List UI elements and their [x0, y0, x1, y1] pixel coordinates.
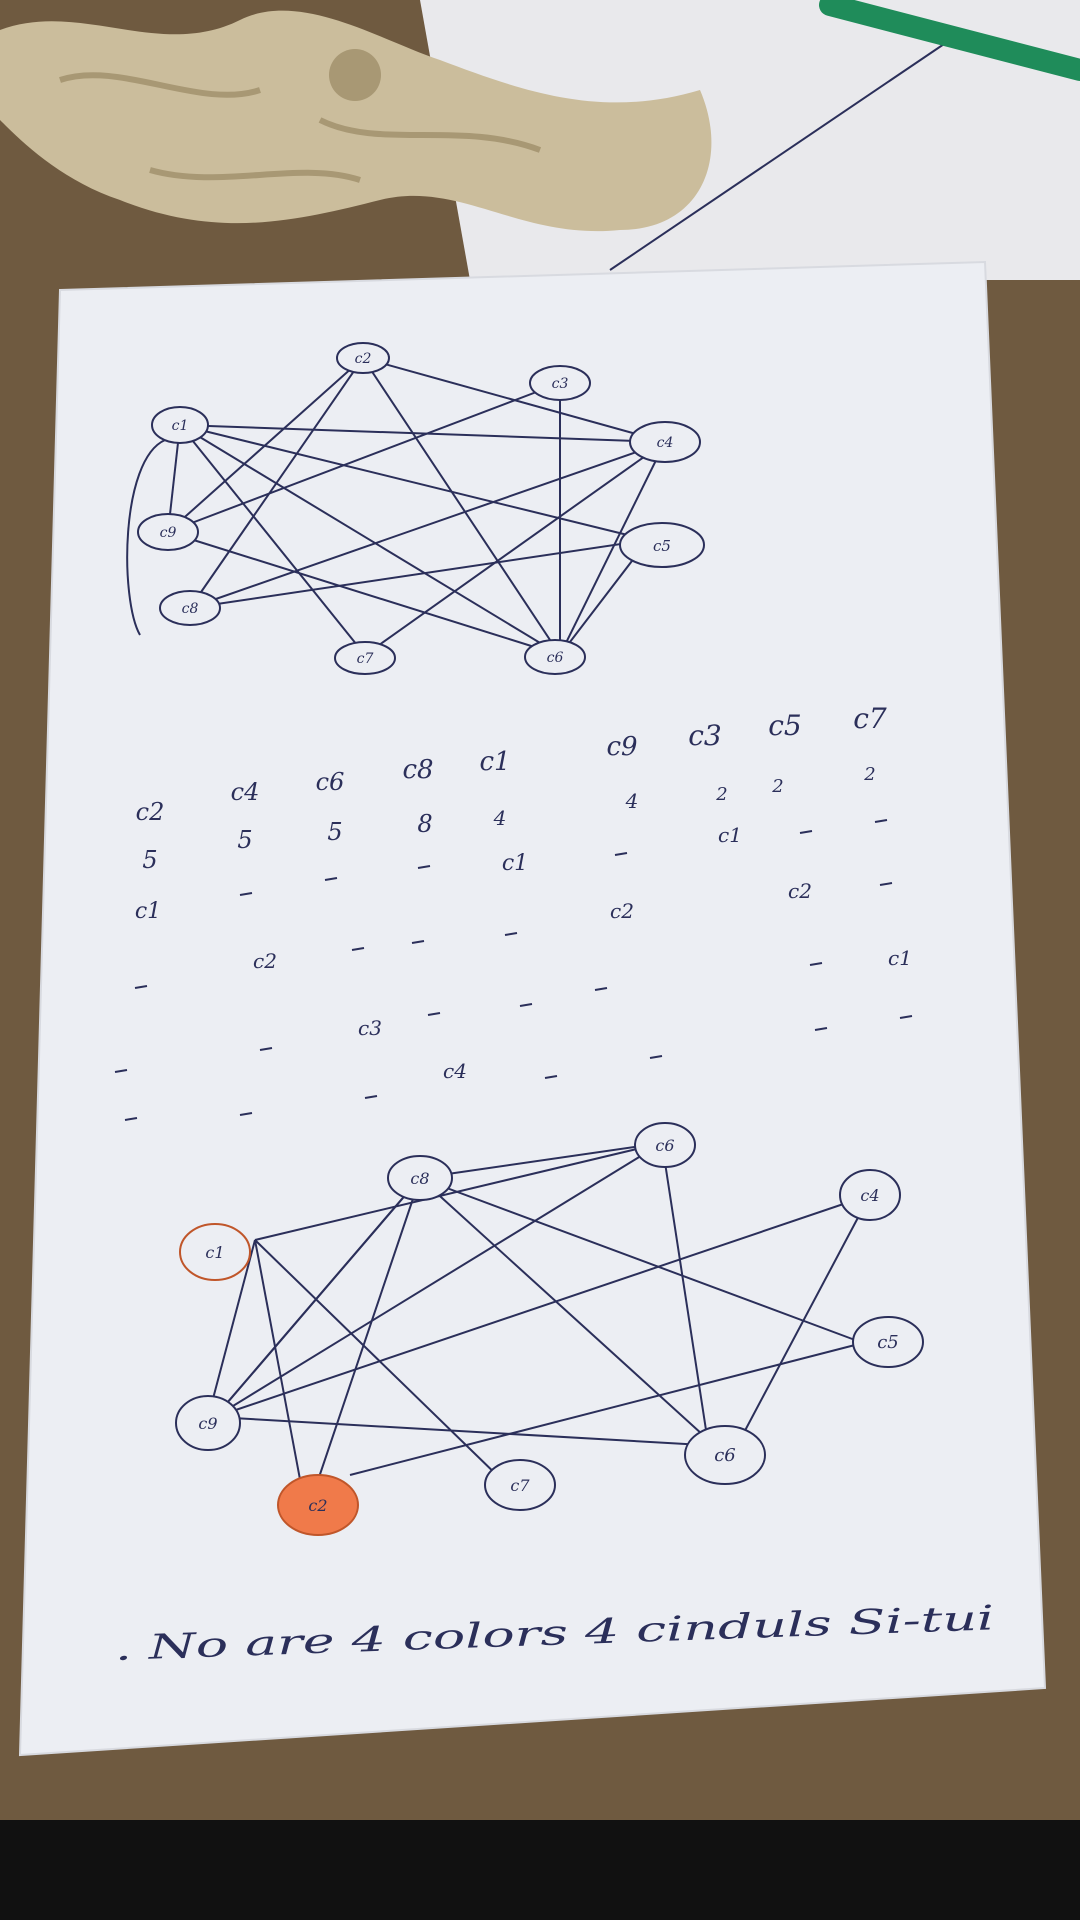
- table-degree-c7: 2: [863, 764, 875, 785]
- graph-top-node-c8: [159, 590, 221, 626]
- graph-top-node-c2: [336, 342, 390, 374]
- graph-bottom-label-c7: c7: [510, 1476, 530, 1495]
- graph-top-node-c5: [619, 522, 705, 568]
- table-mark-6: c1: [888, 946, 912, 970]
- table-degree-c4: 5: [237, 826, 252, 854]
- table-mark-9: c4: [443, 1059, 467, 1083]
- table-degree-c5: 2: [771, 776, 783, 797]
- table-degree-c8: 8: [417, 810, 432, 838]
- table-degree-c6: 5: [327, 818, 342, 846]
- graph-top-node-c3: [529, 365, 591, 401]
- graph-top-node-c7: [334, 641, 396, 675]
- table-degree-c1: 4: [493, 806, 507, 830]
- graph-bottom-node-c7: [484, 1459, 556, 1511]
- desk-edge: [0, 1820, 1080, 1920]
- table-dashes: [114, 819, 913, 1121]
- table-header-c3: c3: [688, 719, 722, 752]
- table-header-c1: c1: [479, 747, 510, 777]
- graph-bottom-node-c6: [634, 1122, 696, 1168]
- graph-top-label-c2: c2: [355, 351, 372, 367]
- table-mark-8: c3: [358, 1016, 382, 1040]
- table-mark-5: c2: [788, 879, 812, 903]
- graph-top-label-c5: c5: [653, 537, 671, 555]
- crochet-doily: [0, 10, 712, 232]
- table-degree-c9: 4: [625, 789, 639, 813]
- graph-bottom-node-c2: [277, 1474, 359, 1536]
- graph-top-label-c1: c1: [172, 418, 189, 434]
- table-mark-4: c1: [718, 823, 742, 847]
- green-pen: [819, 0, 1080, 81]
- graph-bottom-label-c9: c9: [198, 1414, 217, 1433]
- graph-top-label-c8: c8: [182, 601, 199, 617]
- table-degree-c2: 5: [142, 846, 157, 874]
- graph-top-edges: [126, 357, 666, 656]
- graph-top-label-c6: c6: [547, 650, 564, 666]
- table-header-c6: c6: [316, 768, 345, 796]
- graph-top: [126, 342, 705, 675]
- graph-top-node-c9: [137, 513, 199, 551]
- graph-bottom: [175, 1122, 924, 1536]
- graph-bottom-label-c8: c8: [410, 1169, 429, 1188]
- graph-bottom-node-c5: [852, 1316, 924, 1368]
- table-header-c8: c8: [402, 755, 433, 785]
- graph-bottom-label-c4: c4: [860, 1186, 879, 1205]
- table-header-c4: c4: [231, 778, 260, 806]
- graph-top-node-c4: [629, 421, 701, 463]
- background-paper-line: [609, 39, 951, 271]
- table-mark-2: c1: [502, 851, 528, 876]
- graph-top-label-c9: c9: [160, 525, 177, 541]
- graph-bottom-label-c6b: c6: [714, 1445, 736, 1466]
- table-degree-c3: 2: [715, 784, 727, 805]
- table-header-c7: c7: [853, 702, 887, 735]
- table-header-c9: c9: [606, 732, 637, 762]
- graph-bottom-nodes: [175, 1122, 924, 1536]
- graph-top-nodes: [137, 342, 705, 675]
- graph-top-node-c1: [151, 406, 209, 444]
- table-header-c5: c5: [768, 709, 802, 742]
- table-mark-3: c2: [610, 899, 634, 923]
- graph-top-label-c4: c4: [657, 435, 674, 451]
- graph-bottom-node-c1: [179, 1223, 251, 1281]
- notebook-paper: [20, 262, 1045, 1755]
- table-mark-1: c1: [135, 899, 161, 924]
- graph-bottom-label-c2: c2: [308, 1496, 327, 1515]
- graph-bottom-node-c4: [839, 1169, 901, 1221]
- graph-bottom-node-c6b: [684, 1425, 766, 1485]
- graph-top-labels: c2 c3 c1 c4 c9 c5 c8 c7 c6: [160, 351, 674, 667]
- graph-bottom-label-c6: c6: [655, 1136, 674, 1155]
- graph-bottom-labels: c8 c6 c4 c1 c5 c9 c6 c7 c2: [198, 1136, 898, 1515]
- graph-top-node-c6: [524, 639, 586, 675]
- table-mark-7: c2: [253, 949, 277, 973]
- graph-bottom-edges: [209, 1142, 871, 1499]
- graph-bottom-label-c5: c5: [877, 1332, 899, 1353]
- table-header-c2: c2: [136, 798, 165, 826]
- degree-table: c2 c4 c6 c8 c1 c9 c3 c5 c7 5 5 5 8 4 4 2…: [114, 702, 913, 1121]
- graph-bottom-node-c8: [387, 1155, 453, 1201]
- graph-top-label-c3: c3: [552, 376, 569, 392]
- graph-bottom-node-c9: [175, 1395, 241, 1451]
- graph-bottom-label-c1: c1: [205, 1243, 224, 1262]
- graph-top-label-c7: c7: [357, 651, 374, 667]
